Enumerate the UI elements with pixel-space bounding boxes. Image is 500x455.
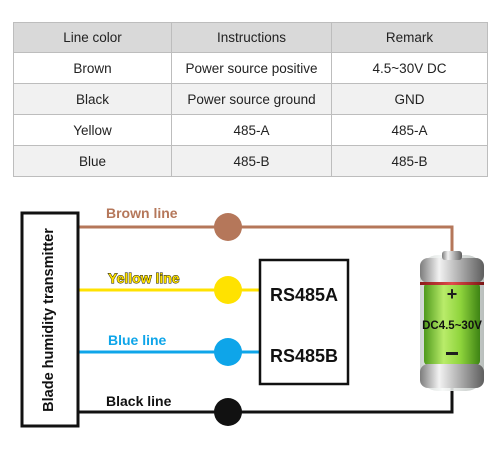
rs485a-label: RS485A [270, 285, 338, 305]
table-row: Blue 485-B 485-B [13, 145, 488, 177]
table-row: Yellow 485-A 485-A [13, 114, 488, 146]
cell-remark: 4.5~30V DC [331, 52, 488, 84]
cell-remark: GND [331, 83, 488, 115]
cell-remark: 485-B [331, 145, 488, 177]
blue-line-label: Blue line [108, 332, 167, 348]
blue-terminal-dot [214, 338, 242, 366]
brown-line-label: Brown line [106, 205, 178, 221]
battery-green-fill [424, 283, 480, 365]
cell-instructions: 485-A [171, 114, 332, 146]
cell-line-color: Blue [13, 145, 172, 177]
brown-wire [78, 225, 454, 258]
black-terminal-dot [214, 398, 242, 426]
table-header-row: Line color Instructions Remark [13, 22, 488, 53]
yellow-line-label: Yellow line [108, 270, 180, 286]
cell-instructions: 485-B [171, 145, 332, 177]
battery-minus-icon [446, 352, 458, 355]
battery-red-ring [420, 282, 484, 285]
cell-line-color: Brown [13, 52, 172, 84]
table-row: Brown Power source positive 4.5~30V DC [13, 52, 488, 84]
battery-voltage-label: DC4.5~30V [422, 320, 482, 332]
cell-instructions: Power source positive [171, 52, 332, 84]
wire-spec-table: Line color Instructions Remark Brown Pow… [13, 22, 488, 177]
battery-bottom-cap [420, 364, 484, 388]
battery-terminal-nub [442, 251, 462, 260]
battery: + DC4.5~30V [420, 251, 484, 391]
cell-line-color: Black [13, 83, 172, 115]
table-row: Black Power source ground GND [13, 83, 488, 115]
cell-line-color: Yellow [13, 114, 172, 146]
battery-plus-icon: + [447, 284, 458, 304]
black-line-label: Black line [106, 393, 172, 409]
rs485b-label: RS485B [270, 346, 338, 366]
yellow-terminal-dot [214, 276, 242, 304]
black-wire [78, 386, 454, 414]
rs485-box [258, 258, 350, 386]
battery-top-cap [420, 258, 484, 283]
transmitter-label: Blade humidity transmitter [41, 228, 57, 412]
header-line-color: Line color [13, 22, 172, 53]
cell-instructions: Power source ground [171, 83, 332, 115]
brown-terminal-dot [214, 213, 242, 241]
transmitter-box [20, 211, 80, 428]
